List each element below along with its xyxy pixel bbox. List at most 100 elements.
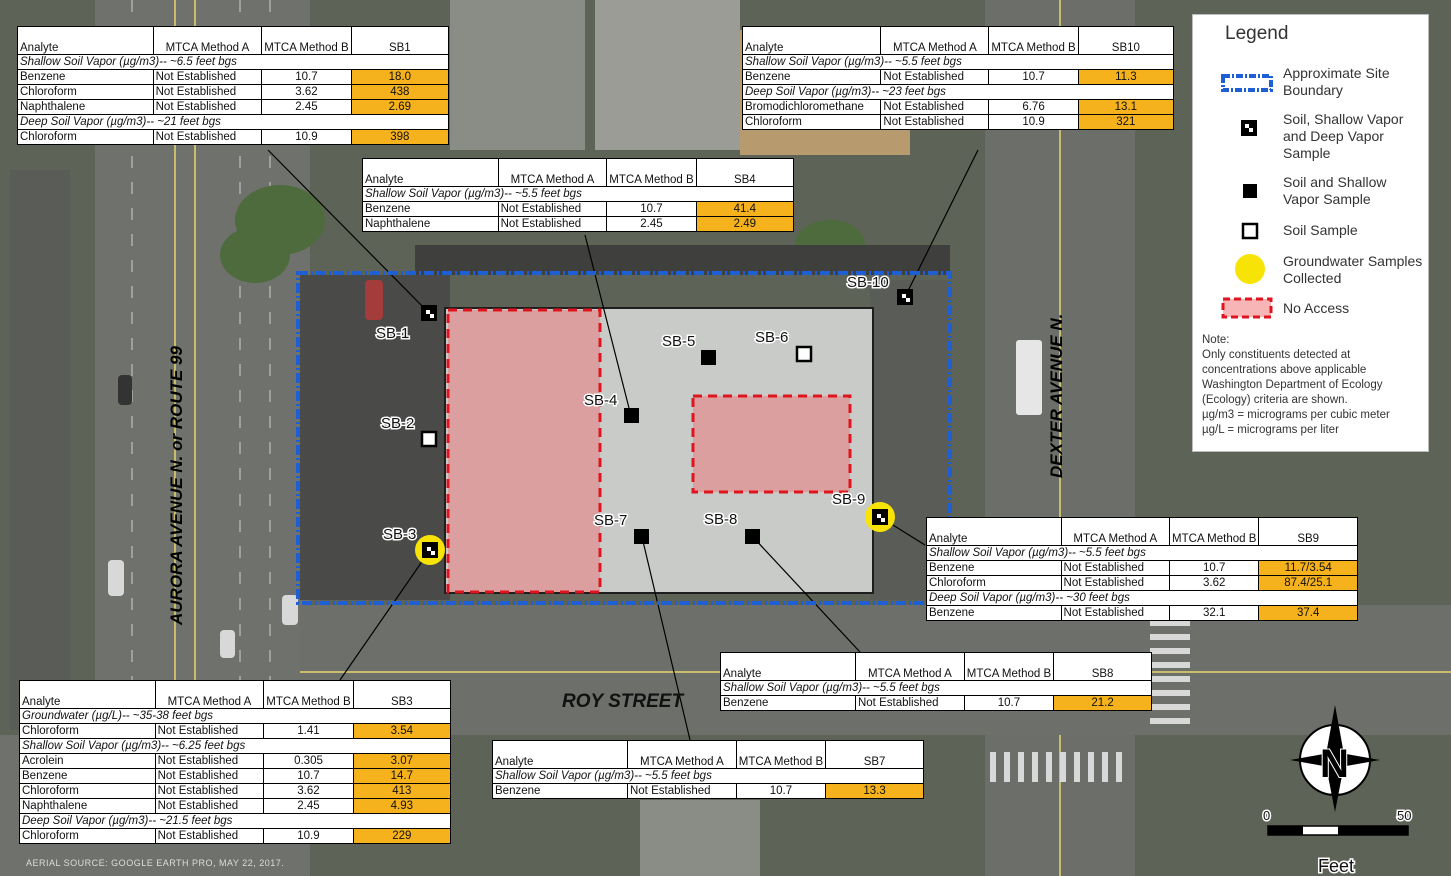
cell-analyte: Chloroform	[17, 84, 154, 100]
cell-method-b: 10.7	[1169, 560, 1260, 576]
header-method-a: MTCA Method A	[152, 26, 263, 55]
legend-note-title: Note:	[1202, 334, 1230, 346]
cell-method-b: 10.7	[735, 783, 827, 799]
section-label: Deep Soil Vapor (µg/m3)-- ~30 feet bgs	[926, 590, 1358, 606]
section-label: Shallow Soil Vapor (µg/m3)-- ~5.5 feet b…	[492, 768, 924, 784]
sample-label-sb6: SB-6	[755, 329, 788, 346]
cell-analyte: Chloroform	[19, 723, 156, 739]
table-section-row: Deep Soil Vapor (µg/m3)-- ~21 feet bgs	[17, 114, 449, 130]
header-analyte: Analyte	[17, 26, 154, 55]
cell-result: 3.07	[352, 753, 452, 769]
cell-method-a: Not Established	[880, 99, 990, 115]
header-site: SB3	[352, 680, 452, 709]
cell-analyte: Benzene	[362, 201, 499, 217]
header-method-b: MTCA Method B	[606, 158, 697, 187]
cell-method-b: 1.41	[263, 723, 354, 739]
header-method-b: MTCA Method B	[263, 680, 354, 709]
cell-analyte: Bromodichloromethane	[741, 99, 882, 115]
legend-label-soil-shallow-deep: Soil, Shallow Vapor and Deep Vapor Sampl…	[1283, 111, 1404, 161]
sample-label-sb4: SB-4	[584, 392, 617, 409]
cell-result: 87.4/25.1	[1258, 575, 1358, 591]
cell-method-b: 0.305	[263, 753, 354, 769]
table-section-row: Groundwater (µg/L)-- ~35-38 feet bgs	[19, 708, 451, 724]
legend-label-no-access: No Access	[1283, 300, 1350, 316]
header-method-a: MTCA Method A	[497, 158, 608, 187]
scale-bar: 0 50 Feet	[1262, 807, 1413, 876]
header-method-a: MTCA Method A	[880, 26, 990, 55]
cell-analyte: Benzene	[720, 695, 856, 711]
header-analyte: Analyte	[741, 26, 882, 55]
cell-method-a: Not Established	[626, 783, 737, 799]
sample-marker-sb6[interactable]	[795, 345, 813, 363]
cell-method-b: 2.45	[606, 216, 697, 232]
sample-marker-sb9[interactable]	[872, 509, 888, 525]
sample-marker-sb3[interactable]	[422, 542, 438, 558]
cell-method-b: 10.7	[263, 768, 354, 784]
header-method-a: MTCA Method A	[1060, 517, 1171, 546]
cell-analyte: Naphthalene	[19, 798, 156, 814]
cell-method-a: Not Established	[154, 723, 265, 739]
sample-marker-sb10[interactable]	[897, 289, 913, 305]
sample-marker-sb7[interactable]	[634, 529, 649, 544]
cell-method-a: Not Established	[152, 69, 263, 85]
soil-sample-icon	[1241, 222, 1259, 240]
table-section-row: Shallow Soil Vapor (µg/m3)-- ~5.5 feet b…	[926, 545, 1358, 561]
sample-marker-sb2[interactable]	[420, 430, 438, 448]
cell-method-a: Not Established	[1060, 575, 1171, 591]
header-analyte: Analyte	[720, 652, 856, 681]
sample-label-sb10: SB-10	[847, 274, 889, 291]
header-site: SB8	[1053, 652, 1152, 681]
scale-end: 50	[1397, 808, 1411, 823]
legend-note: Note: Only constituents detected at conc…	[1202, 333, 1426, 438]
sample-marker-sb1[interactable]	[421, 305, 437, 321]
header-method-b: MTCA Method B	[963, 652, 1055, 681]
north-label: N	[1320, 742, 1349, 786]
section-label: Shallow Soil Vapor (µg/m3)-- ~5.5 feet b…	[362, 186, 794, 202]
header-analyte: Analyte	[19, 680, 156, 709]
groundwater-icon	[1235, 254, 1265, 284]
table-section-row: Shallow Soil Vapor (µg/m3)-- ~5.5 feet b…	[742, 54, 1174, 70]
table-section-row: Deep Soil Vapor (µg/m3)-- ~23 feet bgs	[742, 84, 1174, 100]
no-access-icon	[1221, 297, 1273, 319]
soil-shallow-deep-vapor-icon	[1241, 120, 1257, 136]
cell-analyte: Naphthalene	[17, 99, 154, 115]
cell-result: 37.4	[1258, 605, 1358, 621]
cell-result: 11.3	[1077, 69, 1175, 85]
section-label: Shallow Soil Vapor (µg/m3)-- ~5.5 feet b…	[926, 545, 1358, 561]
sample-marker-sb5[interactable]	[701, 350, 716, 365]
cell-method-b: 10.7	[988, 69, 1079, 85]
header-analyte: Analyte	[362, 158, 499, 187]
legend-title: Legend	[1225, 23, 1289, 44]
sample-marker-sb8[interactable]	[745, 529, 760, 544]
sample-label-sb2: SB-2	[381, 415, 414, 432]
sample-label-sb9: SB-9	[832, 491, 865, 508]
section-label: Deep Soil Vapor (µg/m3)-- ~21.5 feet bgs	[19, 813, 451, 829]
sample-marker-sb4[interactable]	[624, 408, 639, 423]
cell-result: 438	[350, 84, 450, 100]
north-arrow-icon: N	[1290, 705, 1380, 812]
legend: Legend Approximate Site Boundary Soil, S…	[1192, 14, 1429, 452]
cell-method-b: 3.62	[263, 783, 354, 799]
legend-unit-water: µg/L = micrograms per liter	[1202, 424, 1339, 436]
cell-method-b: 3.62	[261, 84, 352, 100]
cell-result: 14.7	[352, 768, 452, 784]
cell-method-b: 6.76	[988, 99, 1079, 115]
cell-result: 13.1	[1077, 99, 1175, 115]
cell-result: 13.3	[825, 783, 924, 799]
cell-method-a: Not Established	[880, 69, 990, 85]
